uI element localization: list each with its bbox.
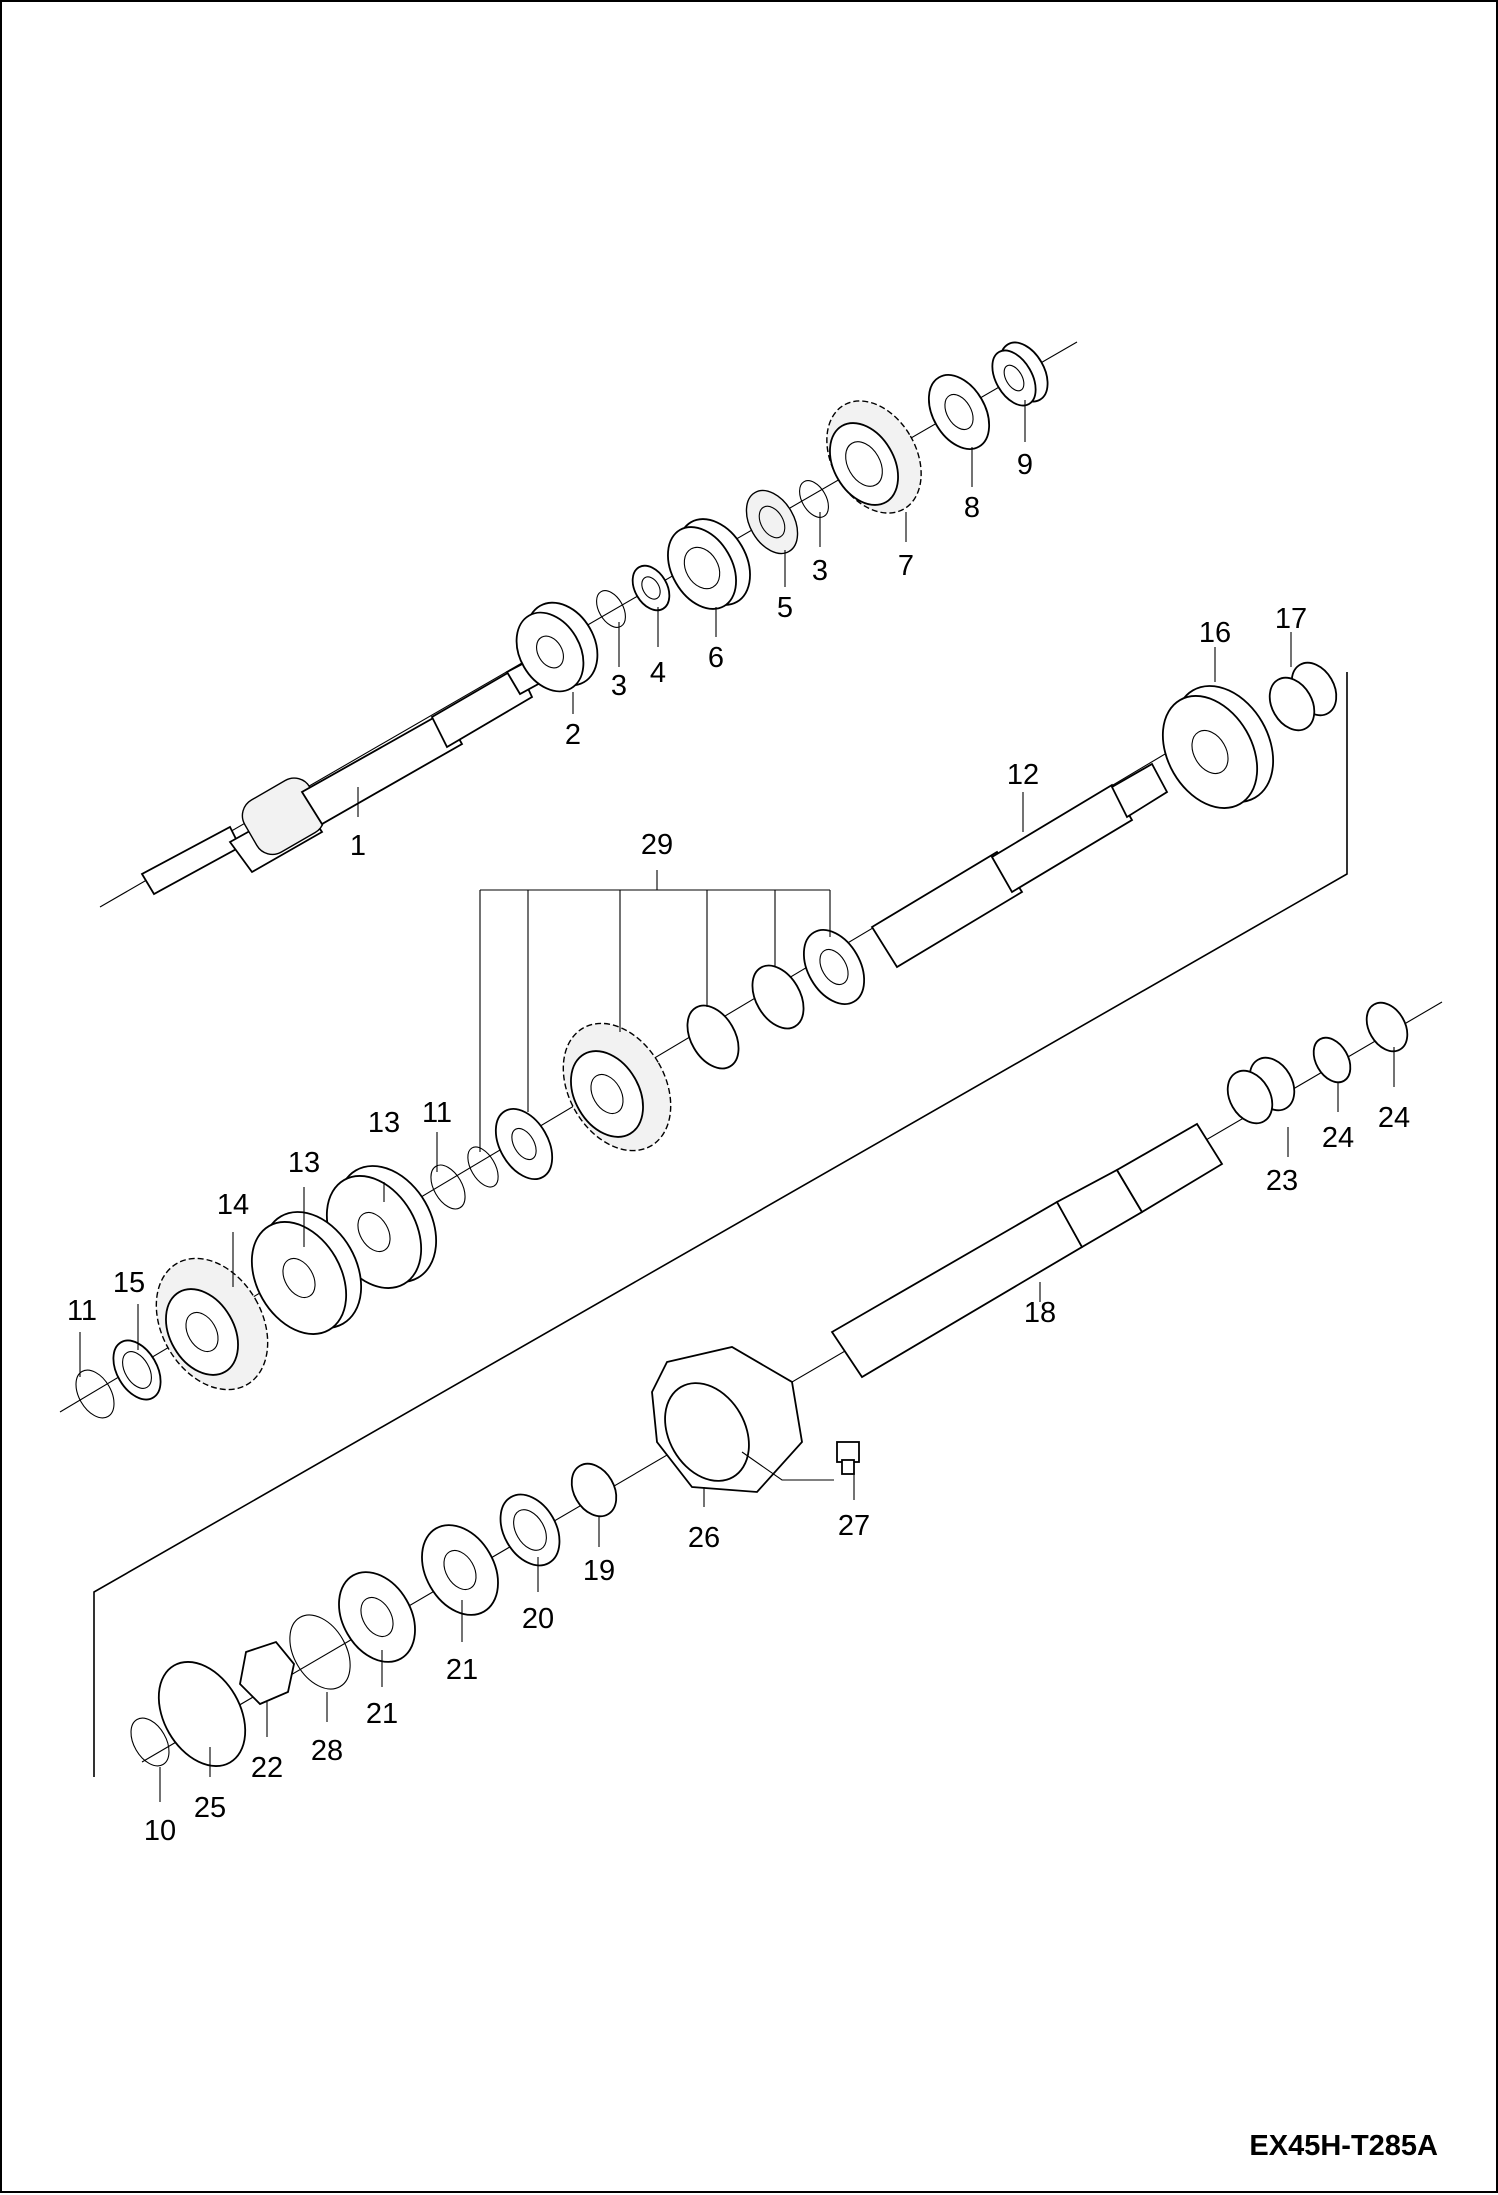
group-border — [93, 672, 1348, 1777]
callout-26: 26 — [688, 1522, 720, 1554]
bearing-2-drawing — [515, 601, 599, 693]
callout-1: 1 — [350, 830, 366, 862]
washer-15-drawing — [112, 1339, 162, 1401]
bolt-27-drawing — [741, 1441, 860, 1481]
plate-25-drawing — [157, 1661, 247, 1767]
sleeve-6-drawing — [667, 518, 751, 610]
snap-ring-11b-drawing — [430, 1164, 466, 1210]
seal-20-drawing — [499, 1493, 561, 1567]
callout-12: 12 — [1007, 759, 1039, 791]
housing-26-drawing — [651, 1346, 803, 1493]
callout-10: 10 — [144, 1815, 176, 1847]
callout-19: 19 — [583, 1555, 615, 1587]
bearing-9-drawing — [991, 341, 1049, 407]
washer-ring-29-drawing — [467, 1108, 554, 1188]
gear-7-drawing — [826, 400, 922, 514]
snap-ring-10-drawing — [130, 1717, 170, 1767]
snap-ring-3b-drawing — [799, 480, 829, 518]
upper-shaft-assembly — [99, 341, 1078, 908]
callout-29: 29 — [641, 829, 673, 861]
bearing-16-drawing — [1161, 685, 1275, 809]
callout-5: 5 — [777, 592, 793, 624]
callout-21b: 21 — [366, 1698, 398, 1730]
washer-29-drawing — [802, 929, 866, 1005]
gear-29-drawing — [562, 1022, 672, 1152]
callout-8: 8 — [964, 492, 980, 524]
callout-13a: 13 — [288, 1147, 320, 1179]
callout-14: 14 — [217, 1189, 249, 1221]
callout-3b: 3 — [812, 555, 828, 587]
needle-bearings-29-drawing — [686, 964, 805, 1070]
bearings-21-drawing — [338, 1524, 499, 1663]
shaft-18-drawing — [830, 1122, 1224, 1379]
callout-24b: 24 — [1378, 1102, 1410, 1134]
nut-22-drawing — [239, 1640, 295, 1706]
bushings-23-24-drawing — [1226, 1001, 1409, 1125]
part-callouts: 1 2 3 3 4 5 6 7 8 9 10 11 11 12 13 13 14… — [67, 449, 1410, 1847]
shaft-12-drawing — [870, 762, 1169, 969]
callout-24a: 24 — [1322, 1122, 1354, 1154]
callout-9: 9 — [1017, 449, 1033, 481]
bushing-19-drawing — [570, 1462, 618, 1518]
washer-4-drawing — [631, 564, 671, 612]
callout-18: 18 — [1024, 1297, 1056, 1329]
callout-22: 22 — [251, 1752, 283, 1784]
snap-ring-3a-drawing — [596, 590, 626, 628]
callout-6: 6 — [708, 642, 724, 674]
callout-16: 16 — [1199, 617, 1231, 649]
gear-14-drawing — [155, 1257, 269, 1391]
drawing-code: EX45H-T285A — [1249, 2130, 1438, 2162]
needle-bearing-17-drawing — [1268, 661, 1338, 732]
callout-11b: 11 — [422, 1097, 452, 1129]
lower-shaft-assembly — [130, 1001, 1443, 1767]
callout-4: 4 — [650, 657, 666, 689]
washer-8-drawing — [927, 374, 991, 450]
callout-7: 7 — [898, 550, 914, 582]
callout-23: 23 — [1266, 1165, 1298, 1197]
callout-25: 25 — [194, 1792, 226, 1824]
callout-20: 20 — [522, 1603, 554, 1635]
snap-ring-11a-drawing — [75, 1369, 115, 1419]
callout-2: 2 — [565, 719, 581, 751]
bearings-13-drawing — [250, 1165, 438, 1335]
callout-21a: 21 — [446, 1654, 478, 1686]
snap-ring-28-drawing — [289, 1614, 351, 1690]
callout-17: 17 — [1275, 603, 1307, 635]
shaft-1-drawing — [140, 658, 544, 896]
middle-shaft-assembly — [59, 661, 1338, 1419]
callout-3a: 3 — [611, 670, 627, 702]
leader-lines — [79, 400, 1395, 1802]
callout-11a: 11 — [67, 1295, 97, 1327]
callout-13b: 13 — [368, 1107, 400, 1139]
hub-5-drawing — [745, 489, 799, 555]
callout-28: 28 — [311, 1735, 343, 1767]
callout-15: 15 — [113, 1267, 145, 1299]
callout-27: 27 — [838, 1510, 870, 1542]
